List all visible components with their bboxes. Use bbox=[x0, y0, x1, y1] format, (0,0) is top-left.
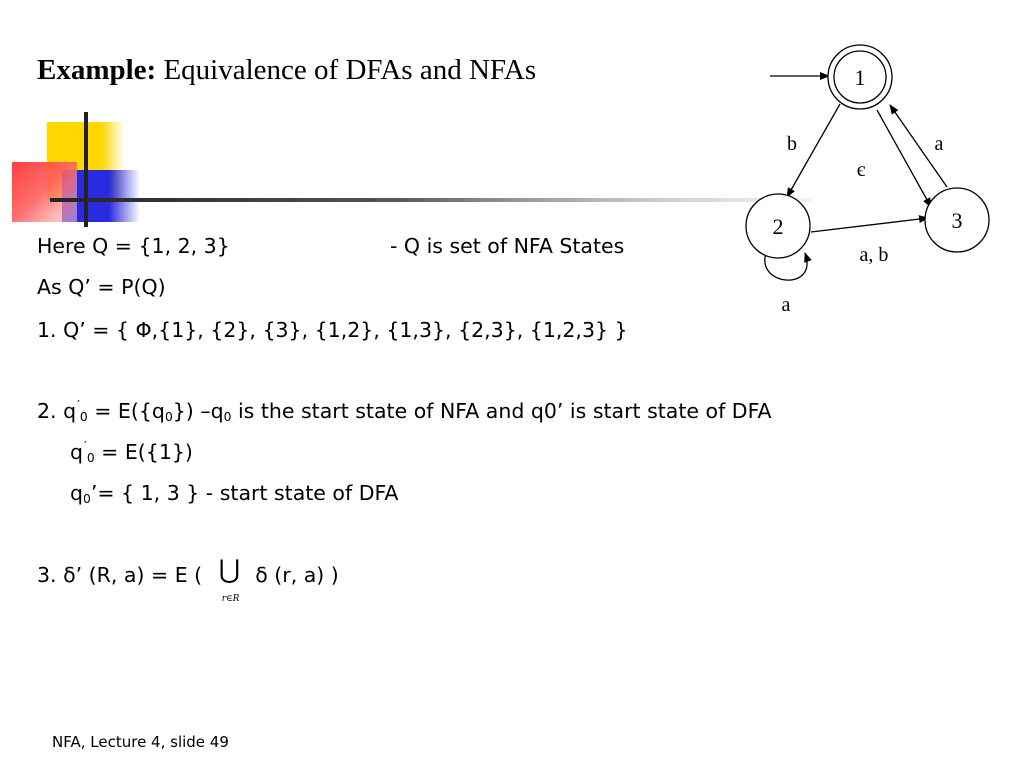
l6-q: q bbox=[70, 481, 84, 505]
state-3 bbox=[924, 187, 990, 253]
title-rest: Equivalence of DFAs and NFAs bbox=[156, 54, 537, 86]
line-start-state-def: 2. q′0 = E({q0}) –q0 is the start state … bbox=[37, 397, 772, 425]
line-start-state-result: q0’= { 1, 3 } - start state of DFA bbox=[70, 479, 398, 507]
label-edge-1-to-3: є bbox=[857, 159, 866, 181]
edge-1-to-2 bbox=[786, 103, 841, 198]
line-powerset: As Q’ = P(Q) bbox=[37, 273, 166, 301]
line-qprime-text: 1. Q’ = { Φ,{1}, {2}, {3}, {1,2}, {1,3},… bbox=[37, 318, 628, 342]
l5-prime: ′ bbox=[84, 439, 87, 454]
edge-2-to-3 bbox=[810, 215, 929, 233]
line-powerset-text: As Q’ = P(Q) bbox=[37, 275, 166, 299]
deco-yellow-square bbox=[47, 122, 125, 200]
l4-rest: is the start state of NFA and q0’ is sta… bbox=[231, 399, 772, 423]
l7-suffix: δ (r, a) ) bbox=[248, 563, 339, 587]
edge-3-to-1 bbox=[889, 104, 948, 188]
slide-title: Example: Equivalence of DFAs and NFAs bbox=[37, 52, 536, 88]
edge-1-to-3 bbox=[876, 109, 932, 208]
nfa-diagram: 1 2 3 b a є a, b a bbox=[745, 44, 990, 316]
l4-sub1: 0 bbox=[79, 410, 88, 425]
deco-red-square bbox=[12, 162, 77, 222]
line-start-state-eval: q′0 = E({1}) bbox=[70, 438, 193, 466]
l4-sub3: 0 bbox=[223, 410, 232, 425]
l6-sub: 0 bbox=[83, 492, 91, 507]
state-1-inner bbox=[833, 50, 887, 104]
l6-rest: ’= { 1, 3 } - start state of DFA bbox=[90, 481, 399, 505]
deco-vertical-line bbox=[84, 112, 88, 227]
l7-prefix: 3. δ’ (R, a) = E ( bbox=[37, 563, 209, 587]
title-bold: Example: bbox=[37, 54, 157, 86]
state-3-label: 3 bbox=[952, 208, 963, 233]
l4-prime: ′ bbox=[77, 398, 80, 413]
state-2-label: 2 bbox=[773, 214, 784, 239]
union-subscript: r∈R bbox=[221, 594, 240, 604]
deco-blue-square bbox=[62, 170, 140, 222]
label-edge-1-to-2: b bbox=[787, 133, 797, 155]
union-symbol: ⋃ bbox=[218, 555, 241, 585]
line-transition-def: 3. δ’ (R, a) = E ( ⋃ r∈R δ (r, a) ) bbox=[37, 555, 339, 604]
edge-2-self-loop bbox=[764, 244, 812, 281]
l5-q: q bbox=[70, 440, 84, 464]
l5-rest: = E({1}) bbox=[94, 440, 193, 464]
line-states-right: - Q is set of NFA States bbox=[390, 234, 625, 258]
l4-sub2: 0 bbox=[164, 410, 173, 425]
l5-sub: 0 bbox=[86, 451, 95, 466]
l4-close: }) –q bbox=[172, 399, 224, 423]
line-qprime-set: 1. Q’ = { Φ,{1}, {2}, {3}, {1,2}, {1,3},… bbox=[37, 316, 628, 344]
l4-prefix: 2. q bbox=[37, 399, 77, 423]
label-edge-3-to-1: a bbox=[935, 133, 944, 155]
line-states: Here Q = {1, 2, 3} bbox=[37, 232, 230, 260]
slide-footer: NFA, Lecture 4, slide 49 bbox=[52, 733, 229, 751]
line-states-note: - Q is set of NFA States bbox=[390, 232, 624, 260]
union-operator: ⋃ r∈R bbox=[209, 555, 249, 604]
deco-horizontal-line bbox=[50, 198, 810, 202]
state-1-label: 1 bbox=[855, 65, 866, 90]
state-2 bbox=[745, 193, 811, 259]
line-states-left: Here Q = {1, 2, 3} bbox=[37, 234, 230, 258]
l4-eq: = E({q bbox=[87, 399, 165, 423]
label-edge-2-to-3: a, b bbox=[860, 244, 889, 266]
label-self-loop: a bbox=[782, 294, 791, 316]
